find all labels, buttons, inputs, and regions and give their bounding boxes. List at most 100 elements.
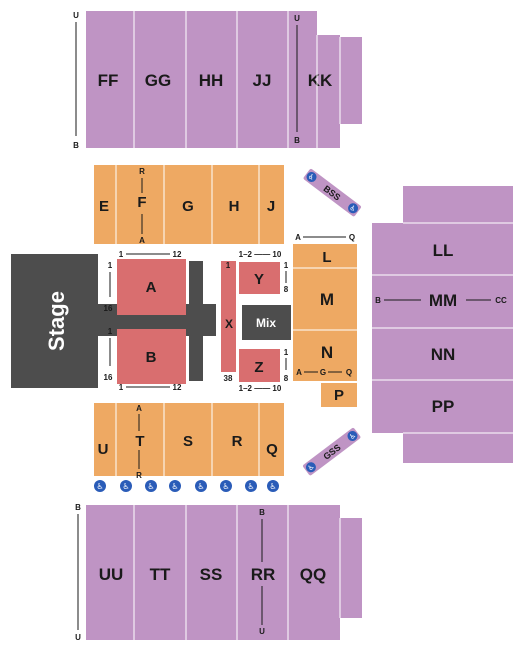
- svg-text:♿: ♿: [348, 204, 358, 214]
- wheelchair-icon[interactable]: ♿: [169, 480, 181, 492]
- section-z-label: Z: [254, 359, 263, 376]
- accessible-seating-row: ♿ ♿ ♿ ♿ ♿ ♿ ♿ ♿: [94, 480, 279, 492]
- section-ll-mm-nn-pp-block[interactable]: [372, 186, 513, 463]
- section-u-label: U: [98, 441, 109, 458]
- wheelchair-icon: [306, 171, 317, 182]
- floor-level: 1 12 1 16 A 1 16 B 1 12 X 1 38 1–2 —— 10…: [104, 250, 291, 393]
- svg-text:♿: ♿: [306, 172, 316, 182]
- section-qq-label: QQ: [300, 565, 326, 584]
- bss-section[interactable]: ♿ ♿ BSS: [303, 168, 362, 217]
- section-z[interactable]: [239, 349, 280, 382]
- section-s-label: S: [183, 433, 193, 450]
- row-marker-b-rr: B: [259, 508, 265, 517]
- wheelchair-icon: [305, 462, 316, 473]
- section-tt-label: TT: [150, 565, 171, 584]
- row-marker-g-n: G: [320, 368, 326, 377]
- north-upper-level: FF GG HH JJ KK U B U B: [73, 11, 362, 150]
- section-nn-label: NN: [431, 345, 456, 364]
- row-y-side-1: 1: [284, 261, 289, 270]
- section-b-label: B: [146, 349, 157, 366]
- row-a-seat-1: 1: [119, 250, 124, 259]
- section-x[interactable]: [221, 261, 236, 372]
- section-a[interactable]: [117, 259, 186, 315]
- north-lower-level: E F G H J R A: [94, 165, 284, 245]
- mix-position: [242, 305, 291, 340]
- wheelchair-icon[interactable]: ♿: [195, 480, 207, 492]
- section-hh-label: HH: [199, 71, 224, 90]
- row-b-seat-12: 12: [173, 383, 182, 392]
- row-marker-u-north: U: [73, 11, 79, 20]
- section-p[interactable]: [321, 383, 357, 407]
- svg-text:♿: ♿: [122, 482, 129, 491]
- row-a-side-16: 16: [104, 304, 113, 313]
- row-marker-b-north: B: [73, 141, 79, 150]
- stage-runway: [98, 261, 216, 381]
- section-y[interactable]: [239, 262, 280, 294]
- section-gg-label: GG: [145, 71, 171, 90]
- section-e-label: E: [99, 198, 109, 215]
- svg-text:♿: ♿: [147, 482, 154, 491]
- section-y-label: Y: [254, 271, 264, 288]
- row-marker-q-n: Q: [346, 368, 352, 377]
- section-r-label: R: [232, 433, 243, 450]
- section-ff-gg-hh-jj-kk-block[interactable]: [86, 11, 362, 148]
- section-x-seat-1: 1: [226, 261, 231, 270]
- section-f-label: F: [137, 194, 146, 211]
- wheelchair-icon[interactable]: ♿: [220, 480, 232, 492]
- row-y-seat-range: 1–2 —— 10: [239, 250, 282, 259]
- row-y-side-8: 8: [284, 285, 289, 294]
- section-m-label: M: [320, 290, 334, 309]
- row-b-side-1: 1: [108, 327, 113, 336]
- section-ss-label: SS: [200, 565, 223, 584]
- svg-text:♿: ♿: [171, 482, 178, 491]
- row-marker-u-south: U: [75, 633, 81, 642]
- east-lower-level: A Q L M N A G Q P: [293, 233, 357, 407]
- section-jj-label: JJ: [253, 71, 272, 90]
- wheelchair-icon[interactable]: ♿: [145, 480, 157, 492]
- row-marker-cc-mm: CC: [495, 296, 507, 305]
- svg-text:♿: ♿: [269, 482, 276, 491]
- row-a-side-1: 1: [108, 261, 113, 270]
- section-t-label: T: [135, 433, 144, 450]
- row-marker-a-f: A: [139, 236, 145, 245]
- east-upper-level: LL MM NN PP B CC: [372, 186, 513, 463]
- row-z-side-1: 1: [284, 348, 289, 357]
- wheelchair-icon[interactable]: ♿: [245, 480, 257, 492]
- section-uu-tt-ss-rr-qq-block[interactable]: [86, 505, 362, 640]
- svg-text:♿: ♿: [247, 482, 254, 491]
- section-p-label: P: [334, 387, 344, 404]
- south-upper-level: UU TT SS RR QQ B U B U: [75, 503, 362, 642]
- svg-text:♿: ♿: [306, 463, 316, 473]
- section-j-label: J: [267, 198, 275, 215]
- section-n-label: N: [321, 343, 333, 362]
- svg-text:♿: ♿: [222, 482, 229, 491]
- section-u-t-s-r-q-block[interactable]: [94, 403, 284, 476]
- gss-section[interactable]: ♿ ♿ GSS: [302, 427, 361, 476]
- stage-label: Stage: [44, 291, 69, 351]
- wheelchair-icon[interactable]: ♿: [94, 480, 106, 492]
- wheelchair-icon: [348, 203, 359, 214]
- section-ll-label: LL: [433, 241, 454, 260]
- row-marker-u-rr: U: [259, 627, 265, 636]
- row-marker-b-south: B: [75, 503, 81, 512]
- wheelchair-icon[interactable]: ♿: [267, 480, 279, 492]
- section-b[interactable]: [117, 329, 186, 384]
- section-h-label: H: [229, 198, 240, 215]
- row-b-seat-1: 1: [119, 383, 124, 392]
- wheelchair-icon[interactable]: ♿: [120, 480, 132, 492]
- section-x-seat-38: 38: [224, 374, 233, 383]
- section-x-label: X: [225, 317, 233, 331]
- section-rr-label: RR: [251, 565, 276, 584]
- row-a-seat-12: 12: [173, 250, 182, 259]
- row-b-side-16: 16: [104, 373, 113, 382]
- section-g-label: G: [182, 198, 194, 215]
- mix-label: Mix: [256, 316, 276, 330]
- stage: [11, 254, 98, 388]
- section-l-m-n-block[interactable]: [293, 244, 357, 381]
- section-mm-label: MM: [429, 291, 457, 310]
- south-lower-level: U T S R Q A R: [94, 403, 284, 480]
- section-q-label: Q: [266, 441, 278, 458]
- row-marker-b-kk: B: [294, 136, 300, 145]
- stage-area: Stage: [11, 254, 216, 388]
